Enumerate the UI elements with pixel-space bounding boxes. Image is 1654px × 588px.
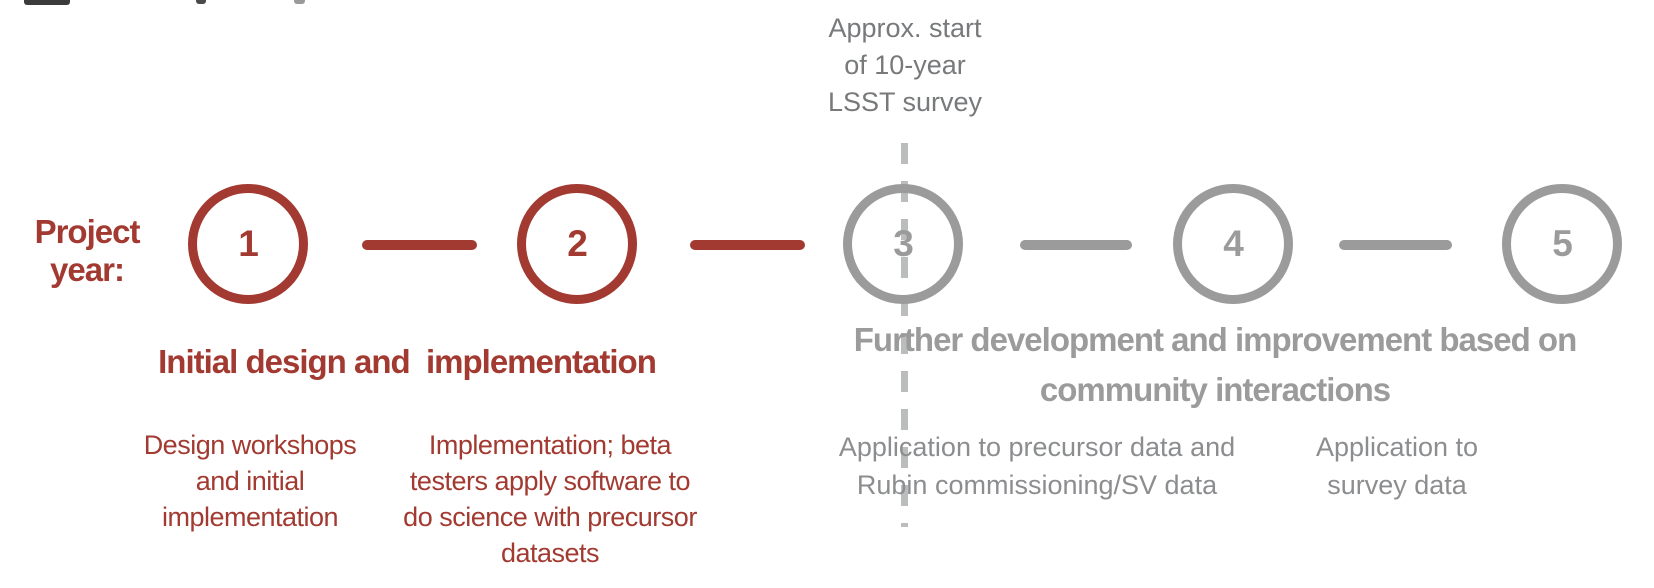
phase-2-heading: Further development and improvement base…	[853, 321, 1577, 408]
node-number: 4	[1223, 223, 1244, 264]
node-number: 5	[1552, 223, 1573, 264]
node-number: 1	[238, 223, 259, 264]
timeline-node-1: 1	[188, 184, 308, 304]
timeline-connector	[1020, 240, 1132, 250]
milestone-text-year-4-5: Application to survey data	[1315, 432, 1479, 500]
cropped-text-remnant	[24, 0, 70, 5]
timeline-node-2: 2	[517, 184, 637, 304]
cropped-text-remnant	[196, 0, 206, 4]
node-number: 2	[567, 223, 588, 264]
timeline-node-3: 3	[843, 184, 963, 304]
approx-start-annotation: Approx. start of 10-year LSST survey	[827, 13, 983, 117]
cropped-text-remnant	[294, 0, 305, 4]
project-year-label: Project year:	[34, 213, 141, 288]
timeline-node-4: 4	[1173, 184, 1293, 304]
survey-start-dashed-line	[901, 143, 908, 527]
timeline-connector	[362, 240, 477, 250]
phase-1-heading: Initial design and implementation	[158, 343, 657, 380]
timeline-connector	[1339, 240, 1452, 250]
milestone-text-year-3: Application to precursor data and Rubin …	[838, 432, 1236, 500]
node-number: 3	[893, 223, 914, 264]
timeline-connector	[690, 240, 805, 250]
timeline-node-5: 5	[1502, 184, 1622, 304]
milestone-text-year-1: Design workshops and initial implementat…	[143, 430, 357, 532]
milestone-text-year-2: Implementation; beta testers apply softw…	[403, 430, 697, 568]
